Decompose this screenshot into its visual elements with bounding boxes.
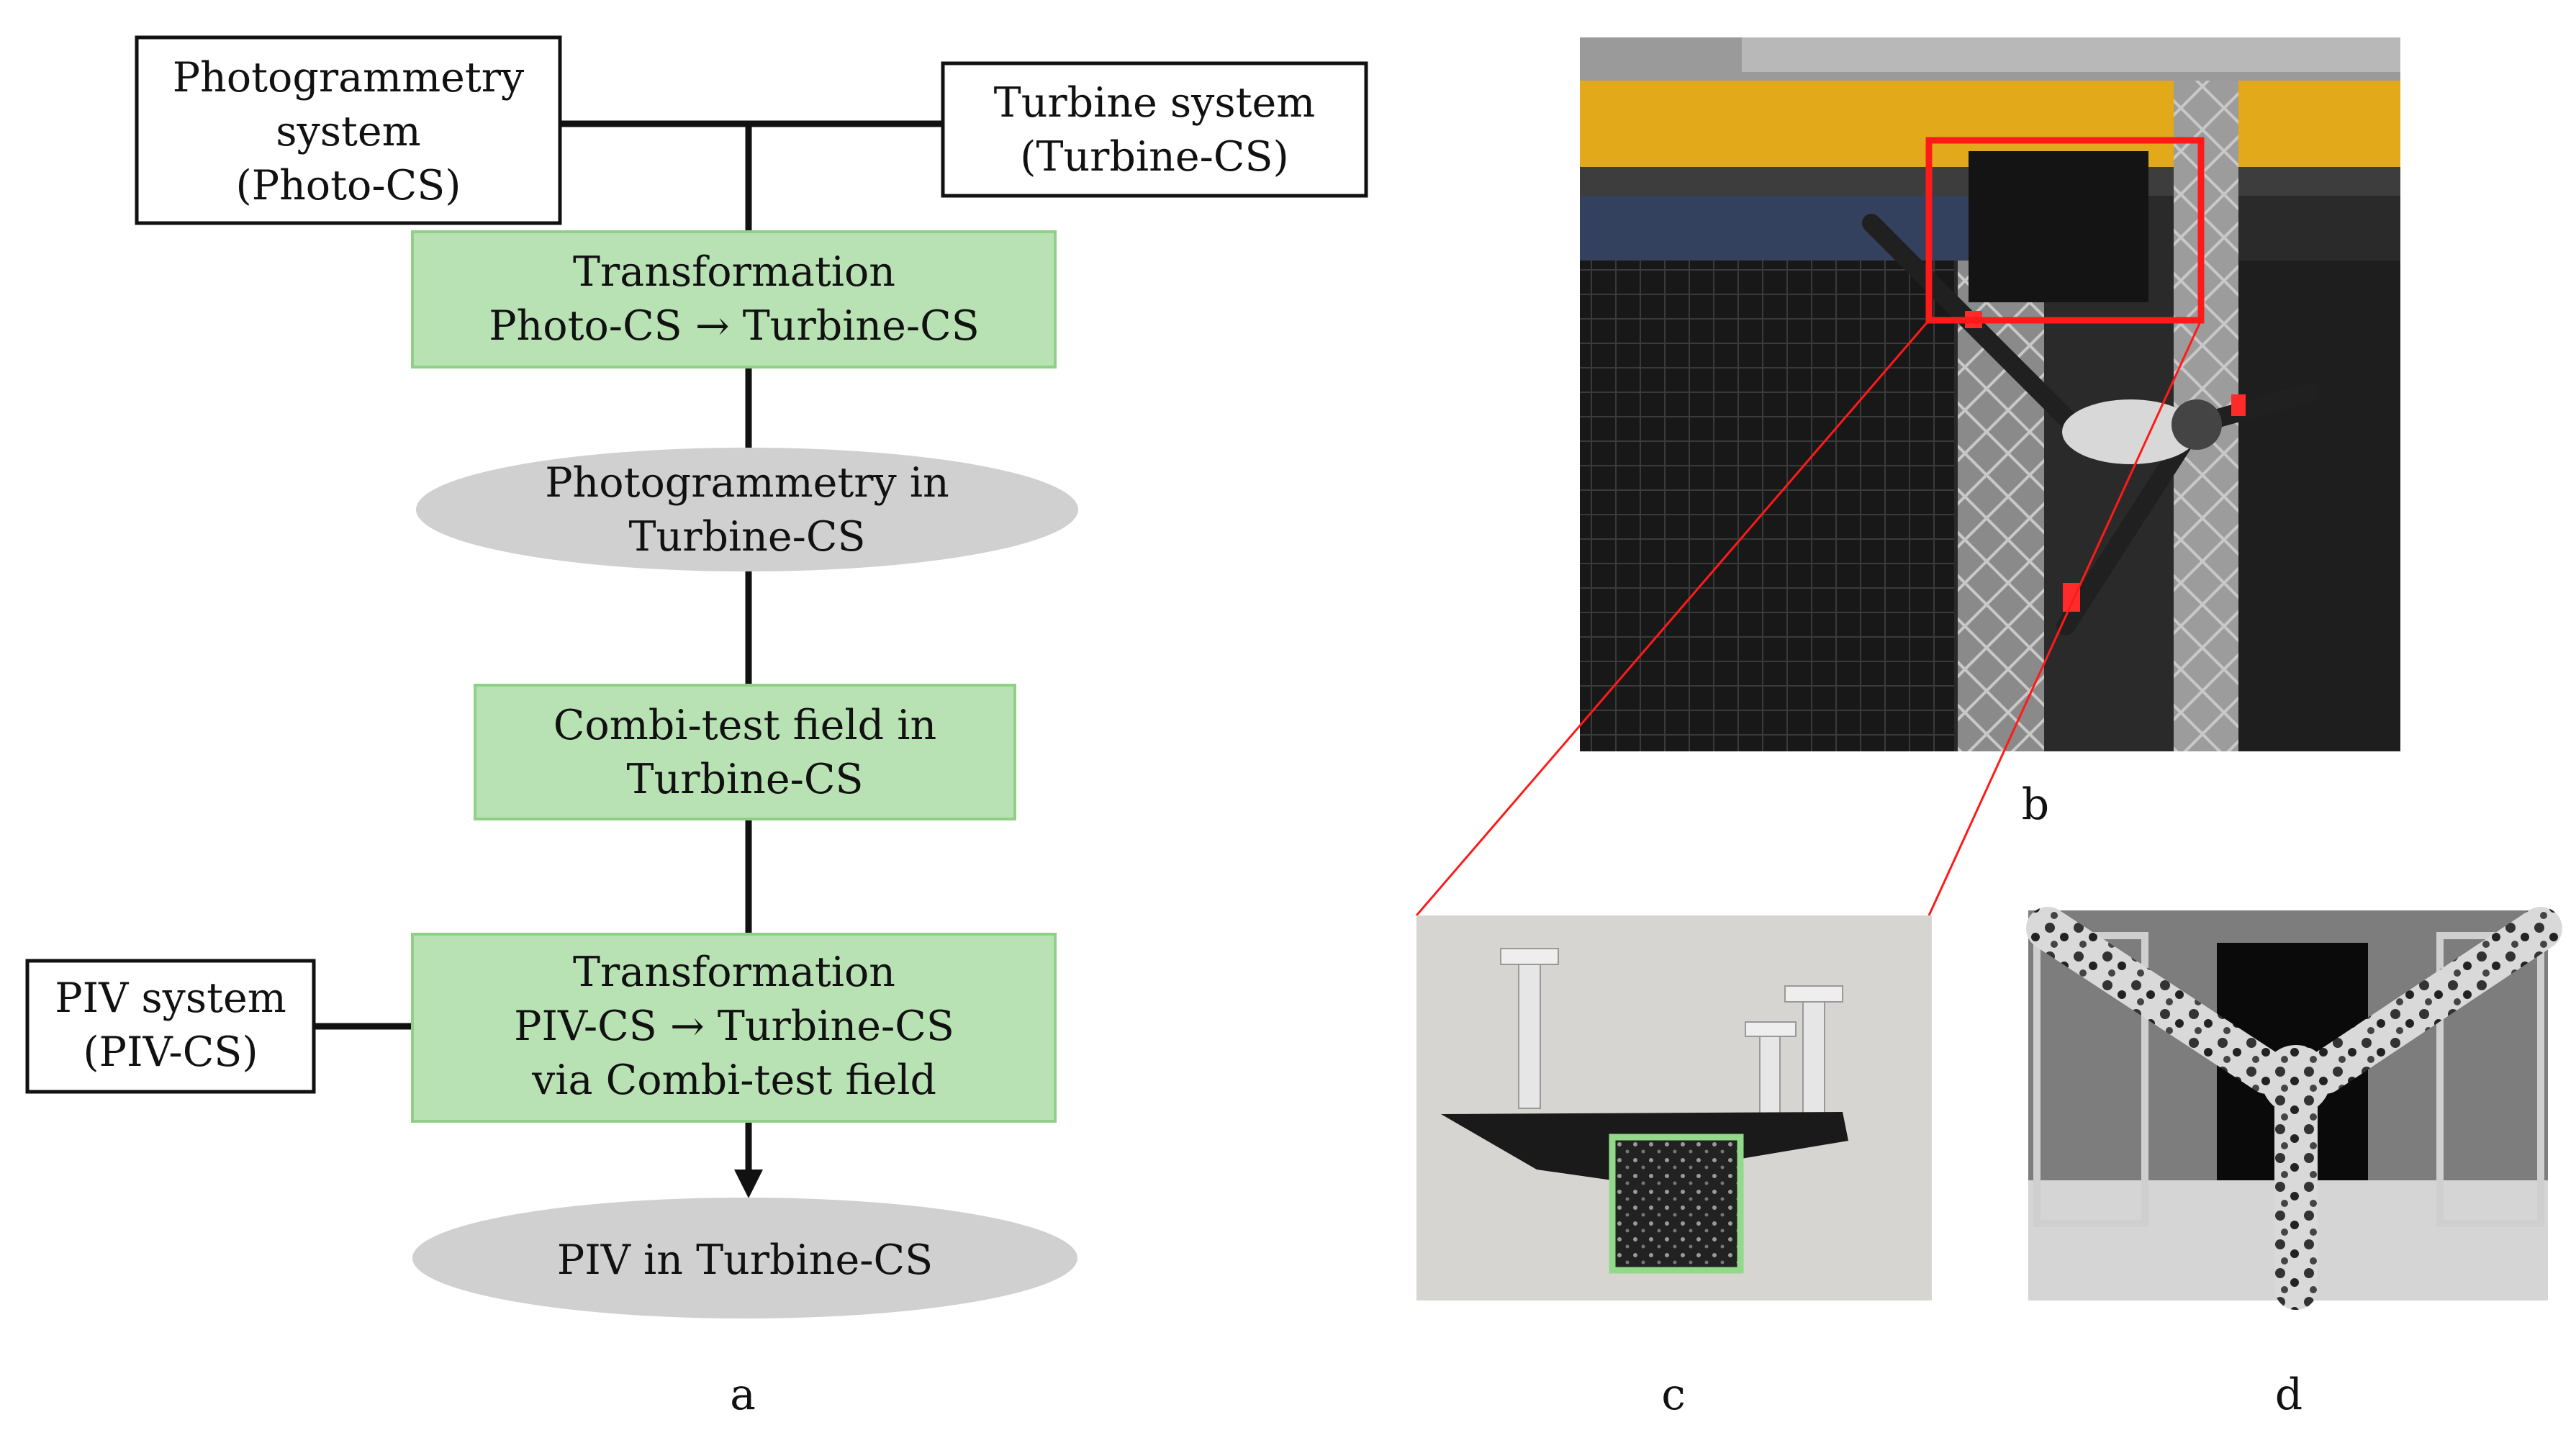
caption-d: d [2275,1370,2302,1420]
highlight-box-red [1925,137,2205,324]
node-combi-test-field: Combi-test field in Turbine-CS [474,684,1016,820]
photo-system-line-2: system [276,108,420,155]
transform-photo-line-2: Photo-CS → Turbine-CS [489,302,980,350]
caption-b: b [2022,779,2049,830]
turbine-system-line-1: Turbine system [994,79,1316,127]
node-photogrammetry-system: Photogrammetry system (Photo-CS) [135,35,562,225]
flowchart-panel: Photogrammetry system (Photo-CS) Turbine… [25,35,1368,1420]
piv-system-line-2: (PIV-CS) [83,1028,258,1076]
arrowhead-icon [734,1170,763,1198]
transform-piv-line-3: via Combi-test field [531,1057,936,1104]
transform-piv-line-1: Transformation [573,949,895,996]
photo-b [1580,37,2400,751]
photo-c [1416,915,1932,1300]
photogrammetry-turbine-line-1: Photogrammetry in [545,459,949,507]
photogrammetry-turbine-line-2: Turbine-CS [628,513,865,561]
zoom-line-left [1415,320,1930,916]
combi-field-line-1: Combi-test field in [553,702,936,749]
transform-piv-line-2: PIV-CS → Turbine-CS [514,1003,954,1050]
node-piv-in-turbine: PIV in Turbine-CS [412,1198,1077,1318]
piv-system-line-1: PIV system [55,974,286,1022]
node-piv-system: PIV system (PIV-CS) [25,959,316,1094]
piv-turbine-line-1: PIV in Turbine-CS [557,1236,933,1284]
node-turbine-system: Turbine system (Turbine-CS) [941,61,1368,198]
photo-d [2026,907,2562,1310]
caption-a: a [730,1370,756,1420]
node-transformation-piv: Transformation PIV-CS → Turbine-CS via C… [411,933,1057,1123]
node-photogrammetry-in-turbine: Photogrammetry in Turbine-CS [416,448,1078,571]
highlight-box-green [1609,1134,1744,1274]
caption-c: c [1661,1370,1686,1420]
combi-field-line-2: Turbine-CS [626,756,863,803]
zoom-line-right [1928,320,2202,916]
turbine-system-line-2: (Turbine-CS) [1020,133,1289,181]
photo-system-line-1: Photogrammetry [173,54,525,101]
photo-system-line-3: (Photo-CS) [236,162,461,209]
node-transformation-photo: Transformation Photo-CS → Turbine-CS [411,230,1057,368]
transform-photo-line-1: Transformation [573,248,895,296]
